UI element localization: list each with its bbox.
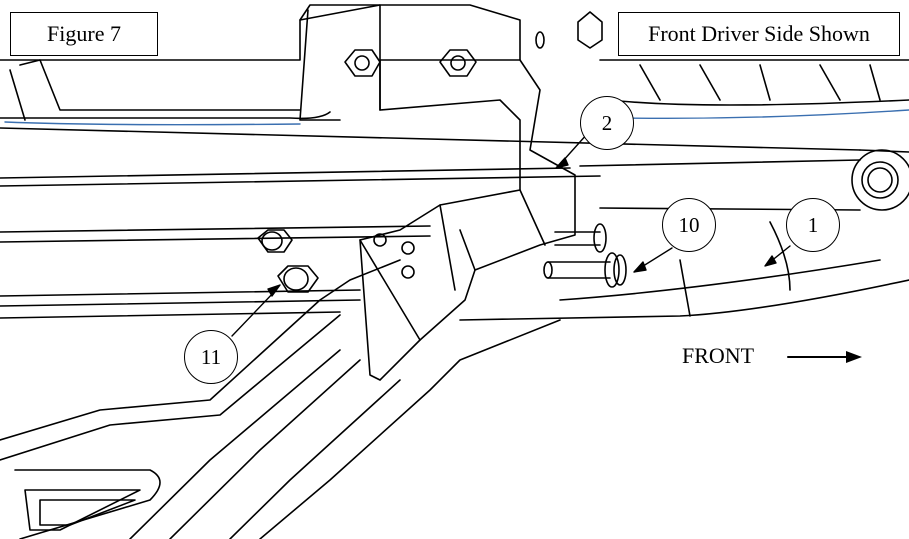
callout-11: 11 [184,330,238,384]
frame-rail-top [0,4,909,121]
callout-2: 2 [580,96,634,150]
direction-label: FRONT [682,343,755,368]
view-label-text: Front Driver Side Shown [648,21,870,46]
front-direction-arrow [787,351,862,363]
callout-1: 1 [786,198,840,252]
nuts-part-11 [257,229,319,293]
callout-10: 10 [662,198,716,252]
bolts-part-10 [543,223,627,288]
view-label: Front Driver Side Shown [618,12,900,56]
figure-label-text: Figure 7 [47,21,121,46]
step-board [0,259,561,539]
frame-accent-line [4,109,909,126]
figure-label: Figure 7 [10,12,158,56]
end-cap [851,149,909,211]
top-hex-nuts [344,11,603,77]
step-rail-lower [0,221,909,321]
mounting-bracket [299,4,576,381]
step-rail-upper [0,127,909,243]
